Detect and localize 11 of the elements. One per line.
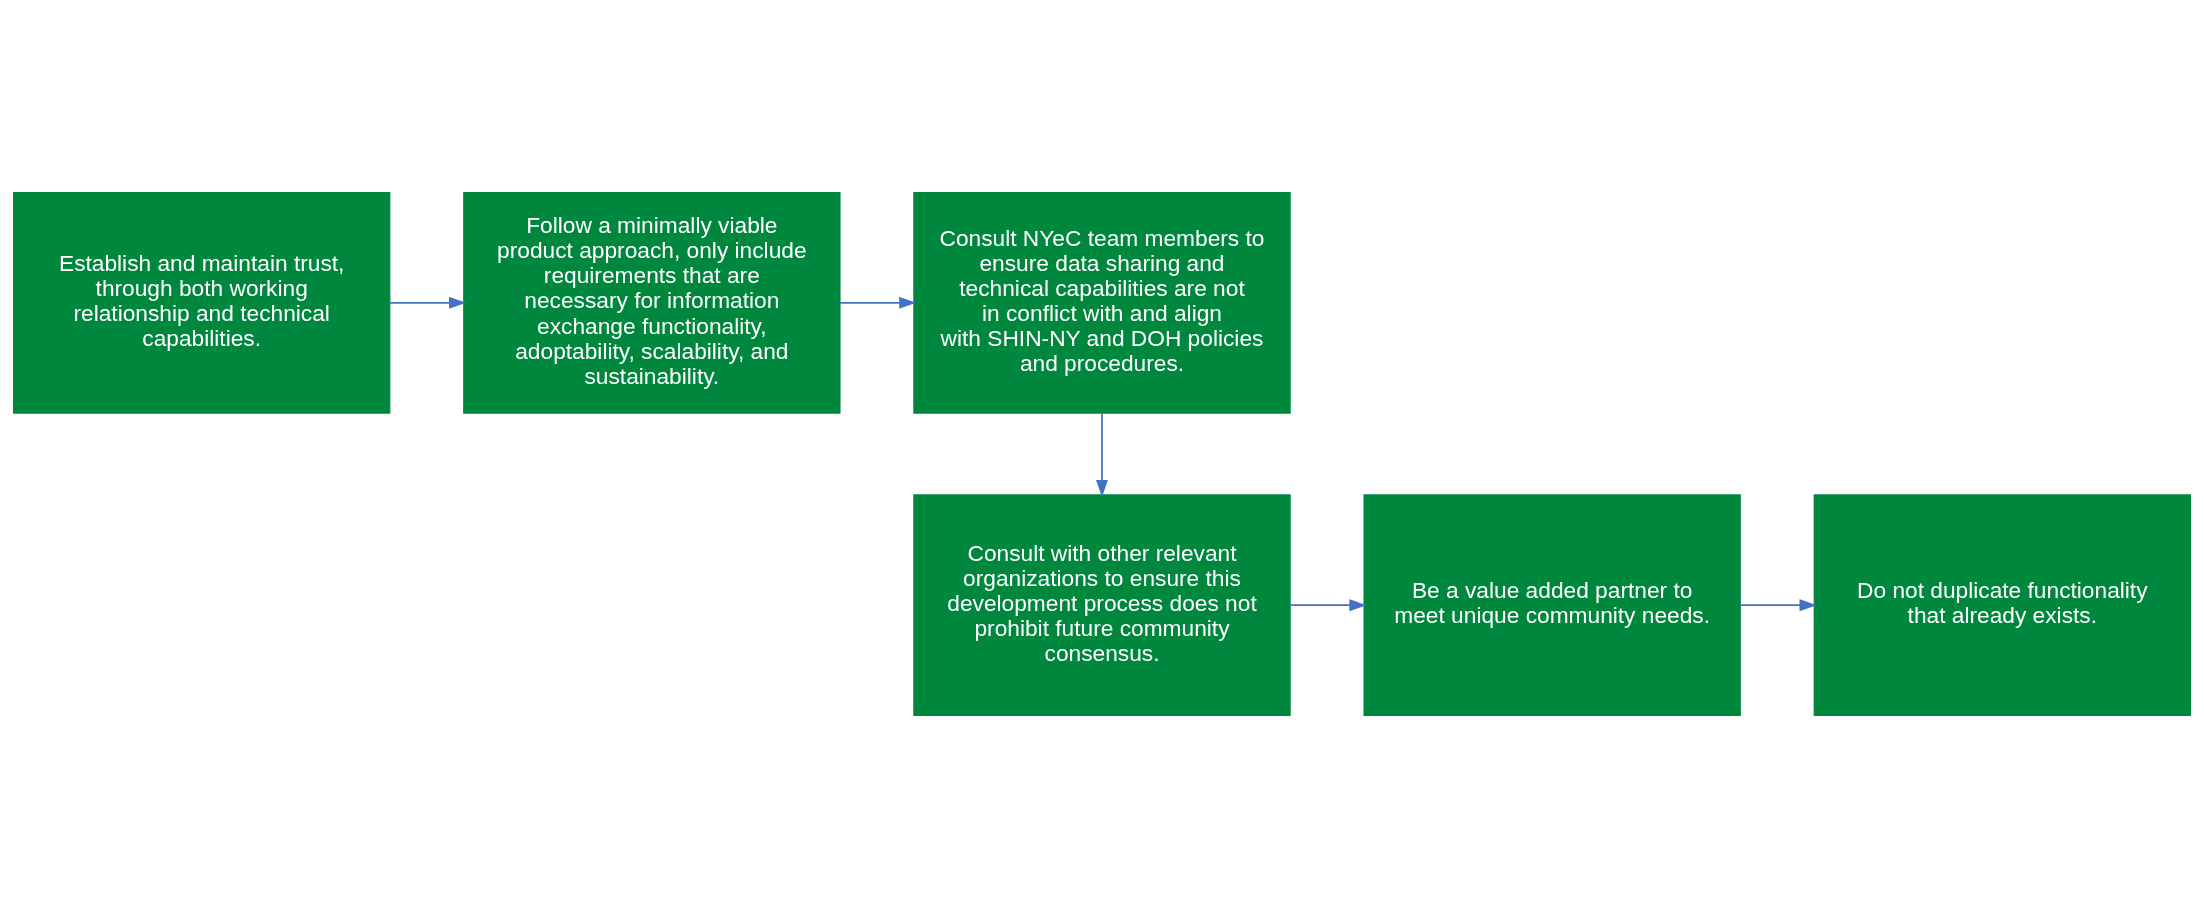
node-box: Consult NYeC team members to ensure data sharing and technical capabilities are not in conflict with and align with SHIN-NY and DOH policies and procedures.: [913, 192, 1291, 414]
arrow: [1096, 412, 1108, 498]
node-box: Consult with other relevant organizations to ensure this development process does not prohibit future community consensus.: [913, 494, 1291, 717]
arrow: [1289, 599, 1367, 612]
node-box: Be a value added partner to meet unique community needs.: [1363, 494, 1741, 717]
node-box: Do not duplicate functionality that already exists.: [1813, 494, 2191, 717]
node-box: Follow a minimally viable product approach, only include requirements that are necessary for information exchange functionality, adoptability, scalability, and sustainability.: [463, 192, 841, 414]
arrow: [389, 296, 467, 309]
node-box: Establish and maintain trust, through both working relationship and technical capabilities.: [13, 192, 391, 414]
arrow: [1739, 599, 1817, 612]
arrow: [839, 296, 917, 309]
